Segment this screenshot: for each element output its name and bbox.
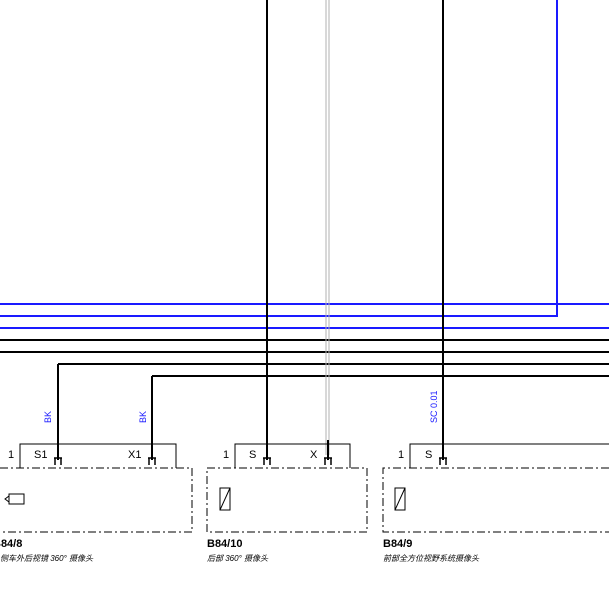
component-id-b848: B84/8 — [0, 538, 22, 550]
component-id-b8410: B84/10 — [207, 538, 242, 550]
camera-sensor-icon — [394, 487, 406, 511]
terminal-b849-s — [439, 457, 447, 465]
terminal-b8410-s — [263, 457, 271, 465]
terminal-b848-x1 — [148, 457, 156, 465]
wire-label-sc: SC 0.01 — [429, 390, 439, 423]
camera-sensor-icon — [219, 487, 231, 511]
pin-name-b849-s: S — [425, 449, 432, 461]
component-desc-b848: 侧车外后视镜 360° 摄像头 — [0, 554, 94, 563]
terminal-b848-s1 — [54, 457, 62, 465]
horizontal-bus — [0, 303, 609, 377]
pin-name-b8410-x: X — [310, 449, 318, 461]
component-labels: B84/8 侧车外后视镜 360° 摄像头 B84/10 后部 360° 摄像头… — [0, 538, 480, 563]
wire-labels: BK BK SC 0.01 — [43, 390, 439, 423]
connector-b848 — [19, 443, 177, 468]
wire-label-bk-2: BK — [138, 411, 148, 423]
pin-labels: 1 S1 X1 1 S X 1 S — [8, 449, 432, 461]
pin-num-b849: 1 — [398, 449, 404, 461]
box-b849 — [382, 467, 609, 533]
component-id-b849: B84/9 — [383, 538, 412, 550]
pin-terminals — [54, 457, 447, 465]
connector-b849 — [409, 443, 609, 468]
connector-b8410 — [234, 443, 351, 468]
connector-strips — [19, 443, 609, 468]
box-b848 — [0, 467, 193, 533]
component-boxes — [0, 467, 609, 533]
pin-num-b8410: 1 — [223, 449, 229, 461]
wire-label-bk-1: BK — [43, 411, 53, 423]
pin-name-b848-x1: X1 — [128, 449, 141, 461]
terminal-b8410-x — [324, 457, 332, 465]
vertical-wires — [57, 0, 558, 460]
component-desc-b8410: 后部 360° 摄像头 — [207, 554, 269, 563]
pin-name-b8410-s: S — [249, 449, 256, 461]
component-desc-b849: 前部全方位视野系统摄像头 — [383, 554, 480, 563]
camera-icon — [4, 493, 25, 505]
box-b8410 — [206, 467, 368, 533]
pin-num-b848: 1 — [8, 449, 14, 461]
pin-name-b848-s1: S1 — [34, 449, 47, 461]
